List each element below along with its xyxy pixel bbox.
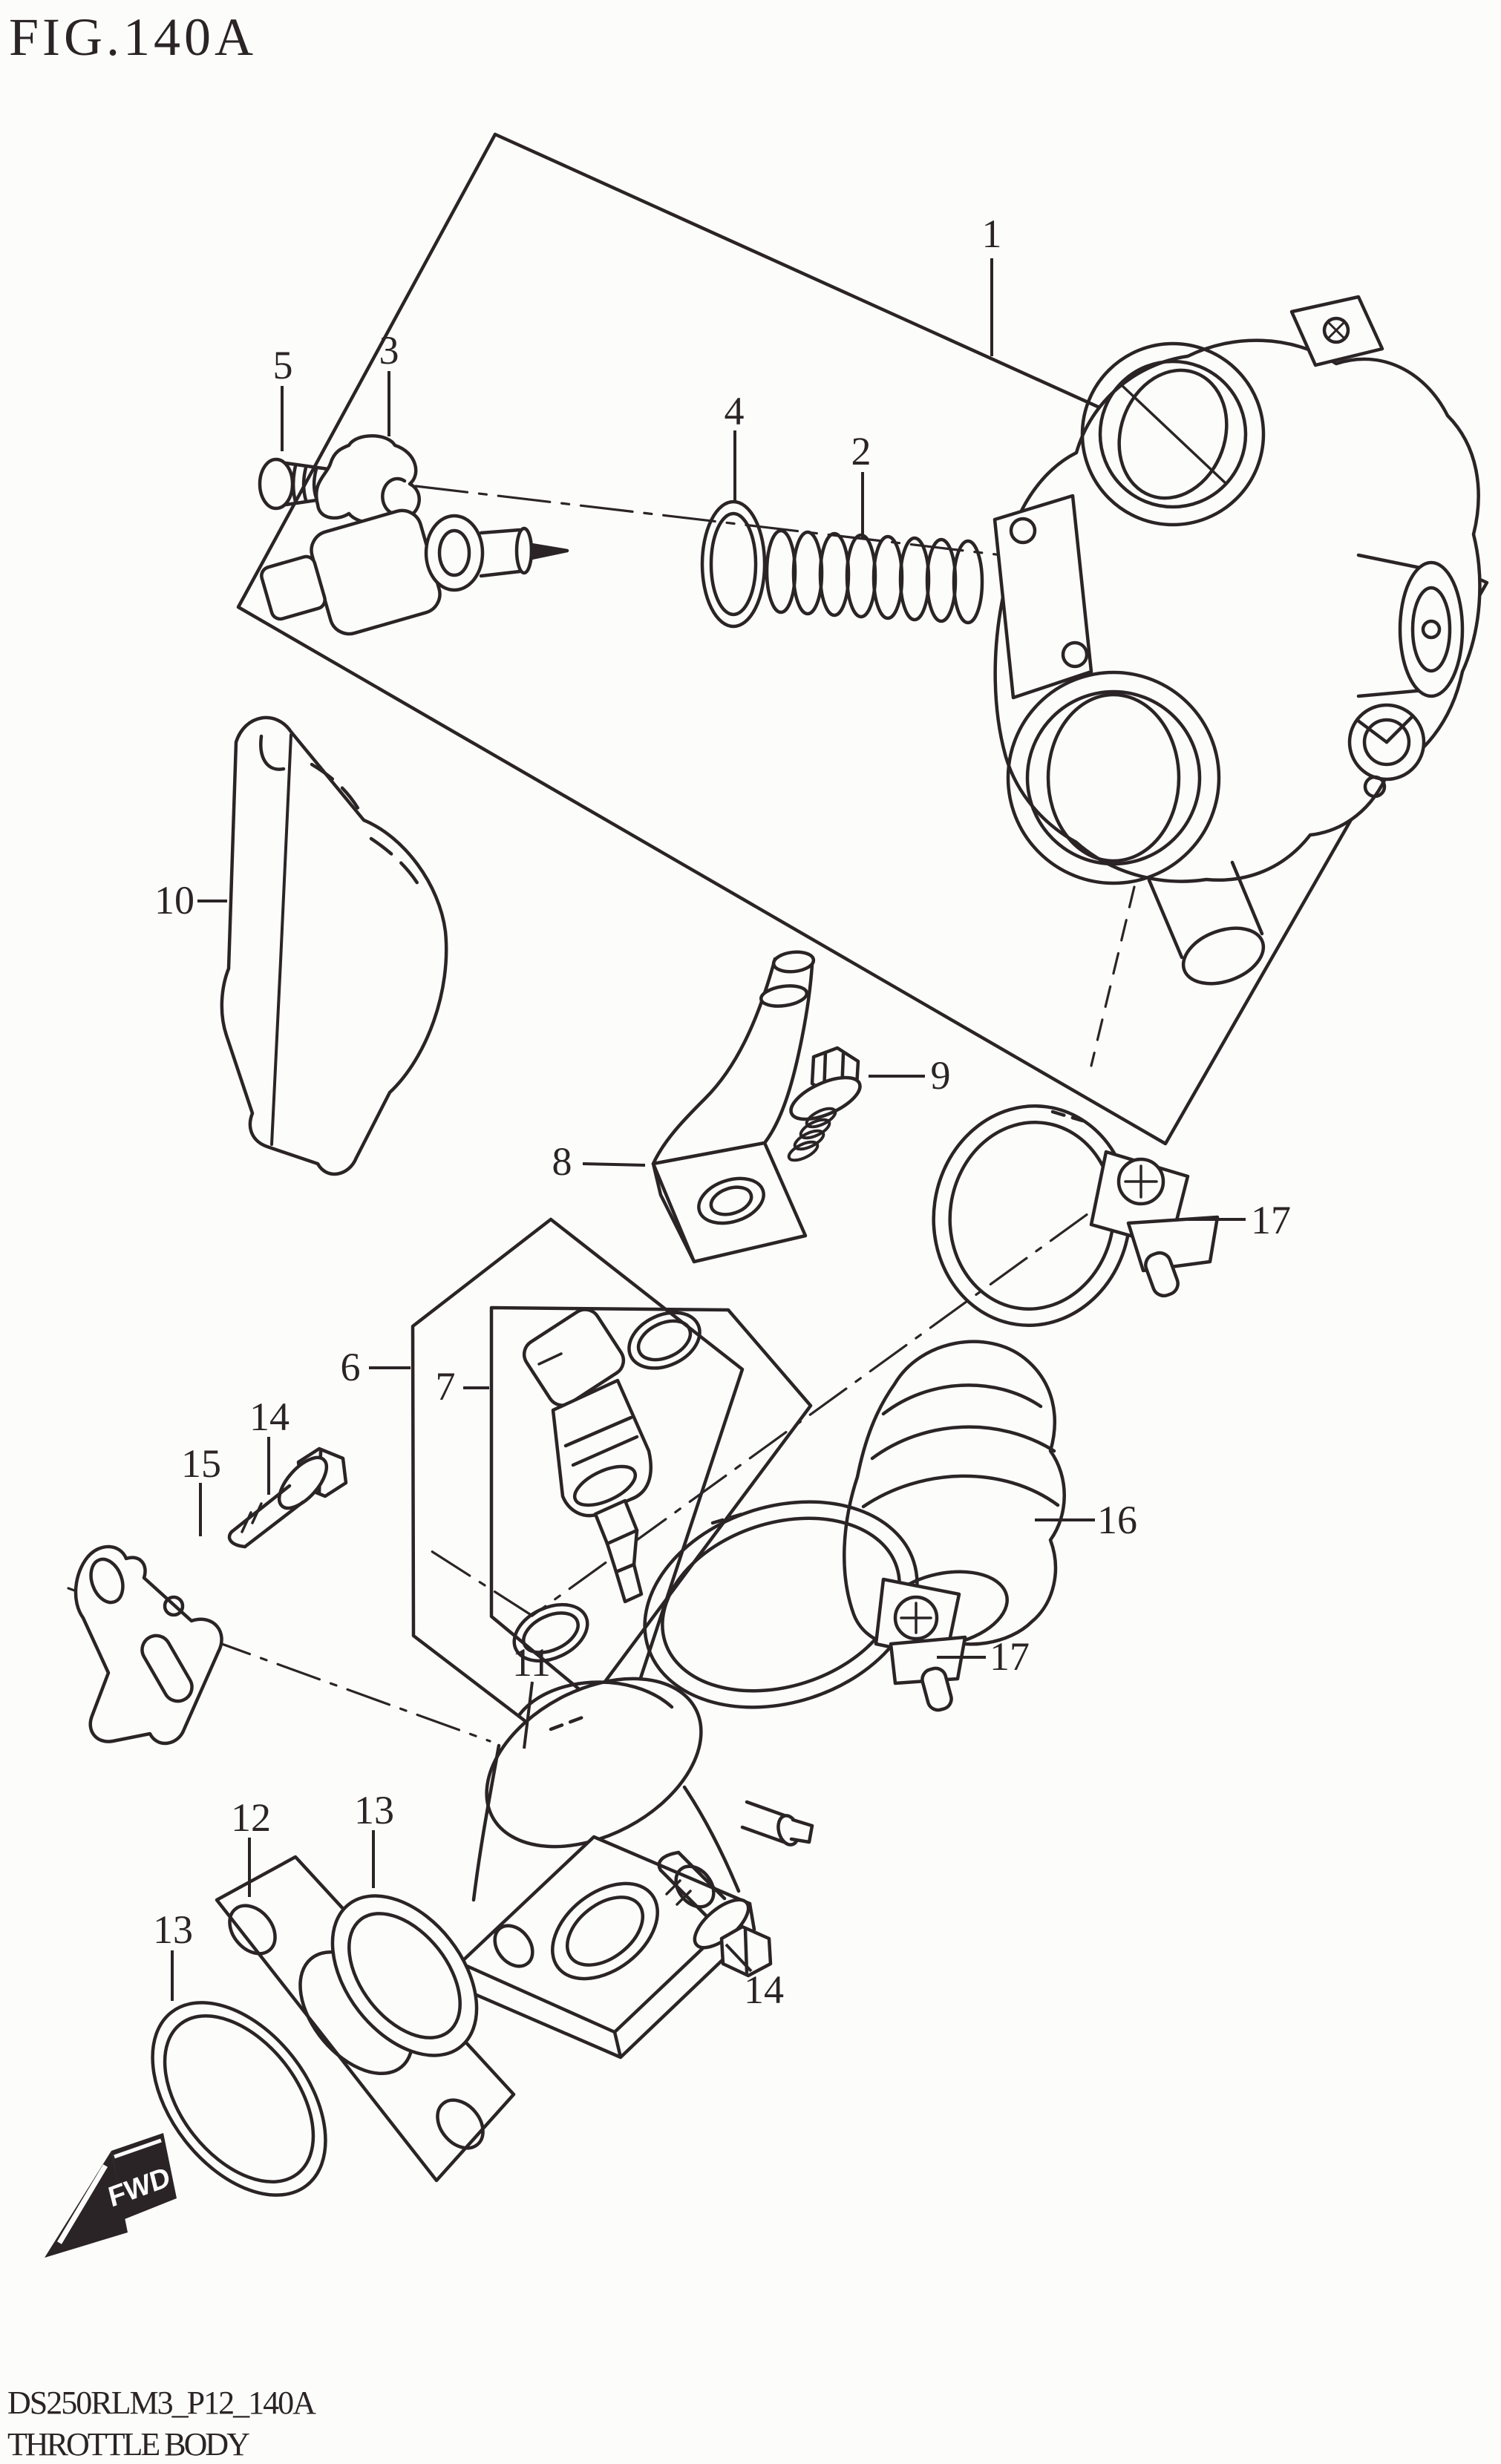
part-label-2: 2: [851, 429, 872, 474]
part-label-14a: 14: [249, 1395, 290, 1439]
part-label-7: 7: [436, 1364, 456, 1409]
part-label-5: 5: [273, 343, 293, 387]
part-label-15: 15: [181, 1441, 221, 1486]
cover-boot-drawing: [220, 715, 448, 1176]
spring-drawing: [765, 528, 984, 625]
sensor-lever-drawing: [258, 434, 569, 636]
part-label-17b: 17: [990, 1634, 1030, 1679]
bolt-14a-drawing: [227, 1446, 348, 1549]
fuel-injector-drawing: [512, 1308, 702, 1663]
part-label-13b: 13: [153, 1907, 193, 1952]
fuel-pipe-drawing: [651, 950, 816, 1264]
bolt-9-drawing: [787, 1046, 862, 1162]
leader-line-11: [523, 1681, 534, 1749]
part-label-11: 11: [512, 1640, 551, 1685]
part-label-13a: 13: [354, 1788, 394, 1832]
clamp-17b-drawing: [643, 1500, 967, 1712]
part-label-6: 6: [341, 1345, 361, 1389]
drawing-code: DS250RLM3_P12_140A: [7, 2385, 316, 2421]
part-label-8: 8: [552, 1139, 572, 1184]
part-label-16: 16: [1097, 1498, 1137, 1542]
o-ring-drawing: [700, 499, 767, 629]
figure-title: FIG.140A: [9, 7, 257, 67]
part-label-12: 12: [231, 1795, 271, 1840]
clamp-17a-drawing: [932, 1104, 1220, 1327]
part-label-3: 3: [379, 328, 399, 373]
throttle-body-drawing: [993, 295, 1482, 986]
leader-line-8: [582, 1162, 646, 1167]
part-label-14b: 14: [744, 1967, 784, 2012]
part-label-1: 1: [982, 212, 1002, 256]
part-label-9: 9: [931, 1053, 951, 1098]
seal-13b-drawing: [151, 2001, 327, 2197]
injector-box: [489, 1305, 813, 1702]
hose-16-drawing: [843, 1340, 1066, 1648]
figure-caption: THROTTLE BODY: [7, 2426, 249, 2463]
intake-pipe-drawing: [458, 1677, 814, 2060]
part-label-17a: 17: [1251, 1198, 1291, 1242]
seal-13a-drawing: [330, 1894, 479, 2057]
part-label-10: 10: [154, 878, 194, 923]
part-label-4: 4: [725, 389, 745, 433]
fwd-arrow: FWD: [45, 2133, 177, 2258]
bracket-15-drawing: [73, 1544, 223, 1746]
bolt-14b-drawing: [657, 1850, 773, 1978]
leader-line-14b: [725, 1943, 753, 1973]
